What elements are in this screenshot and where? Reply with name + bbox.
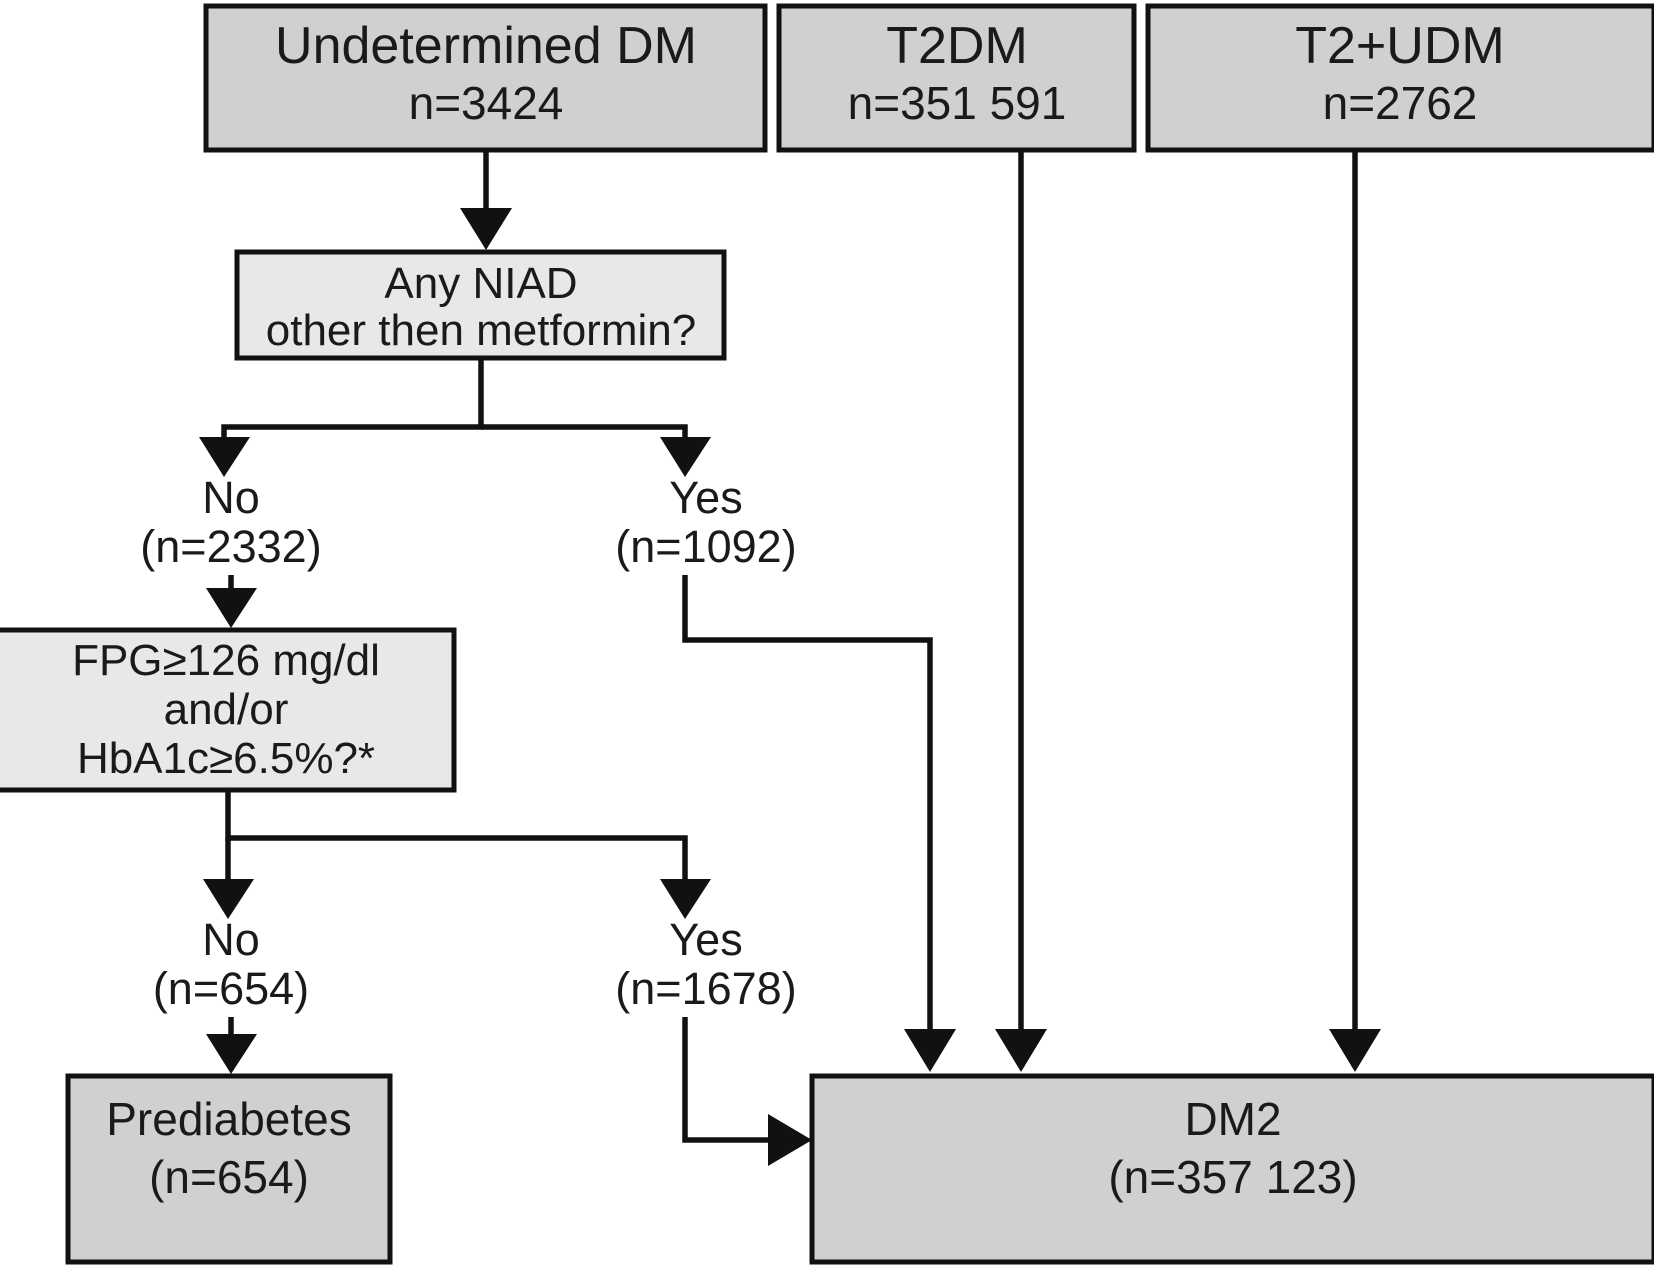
arrow-down-icon xyxy=(460,208,512,250)
t2dm-title: T2DM xyxy=(886,17,1028,75)
niad-yes-count: (n=1092) xyxy=(615,521,796,572)
node-t2-udm: T2+UDM n=2762 xyxy=(1145,3,1654,153)
connector-niad-split xyxy=(199,358,711,477)
dm2-title: DM2 xyxy=(1184,1093,1281,1145)
fpg-question-box xyxy=(0,627,457,793)
t2-udm-box xyxy=(1145,3,1654,153)
prediabetes-count: (n=654) xyxy=(149,1151,309,1203)
t2dm-box xyxy=(776,3,1137,153)
t2-udm-title: T2+UDM xyxy=(1295,17,1504,75)
arrow-down-icon xyxy=(199,437,250,477)
prediabetes-box xyxy=(65,1073,393,1265)
connector-niad-yes-to-dm2 xyxy=(682,575,956,1072)
fpg-no-label: No xyxy=(202,914,260,965)
niad-no-label: No xyxy=(202,472,260,523)
niad-question-box xyxy=(234,249,727,361)
connector-fpg-no-to-prediabetes xyxy=(206,1017,257,1074)
connector-fpg-split xyxy=(203,790,711,919)
fpg-yes-label: Yes xyxy=(669,914,742,965)
connector-fpg-yes-to-dm2 xyxy=(682,1017,812,1166)
t2dm-count: n=351 591 xyxy=(848,77,1067,129)
fpg-no-count: (n=654) xyxy=(153,963,309,1014)
arrow-down-icon xyxy=(206,588,257,628)
niad-question-line1: Any NIAD xyxy=(384,259,577,308)
arrow-down-icon xyxy=(660,879,711,919)
niad-no-count: (n=2332) xyxy=(140,521,321,572)
node-prediabetes: Prediabetes (n=654) xyxy=(65,1073,393,1265)
niad-yes-label: Yes xyxy=(669,472,742,523)
fpg-question-line2: and/or xyxy=(164,685,289,734)
fpg-question-line3: HbA1c≥6.5%?* xyxy=(77,734,375,783)
connector-t2dm-to-dm2 xyxy=(995,150,1047,1072)
arrow-down-icon xyxy=(1329,1029,1381,1072)
dm2-box xyxy=(809,1073,1654,1265)
arrow-down-icon xyxy=(206,1034,257,1074)
connector-t2udm-to-dm2 xyxy=(1329,150,1381,1072)
node-dm2: DM2 (n=357 123) xyxy=(809,1073,1654,1265)
node-niad-question: Any NIAD other then metformin? xyxy=(234,249,727,361)
connector-niad-no-to-fpg xyxy=(206,575,257,628)
branch-label-fpg-no: No (n=654) xyxy=(153,914,309,1014)
fpg-yes-count: (n=1678) xyxy=(615,963,796,1014)
arrow-down-icon xyxy=(904,1029,956,1072)
node-t2dm: T2DM n=351 591 xyxy=(776,3,1137,153)
node-fpg-question: FPG≥126 mg/dl and/or HbA1c≥6.5%?* xyxy=(0,627,457,793)
t2-udm-count: n=2762 xyxy=(1323,77,1478,129)
connector-undetermined-to-niad xyxy=(460,150,512,250)
branch-label-niad-yes: Yes (n=1092) xyxy=(615,472,796,572)
branch-label-niad-no: No (n=2332) xyxy=(140,472,321,572)
branch-label-fpg-yes: Yes (n=1678) xyxy=(615,914,796,1014)
node-undetermined-dm: Undetermined DM n=3424 xyxy=(203,3,768,153)
arrow-down-icon xyxy=(660,437,711,477)
undetermined-dm-title: Undetermined DM xyxy=(275,17,697,75)
niad-question-line2: other then metformin? xyxy=(266,306,696,355)
prediabetes-title: Prediabetes xyxy=(106,1093,352,1145)
arrow-right-icon xyxy=(768,1114,812,1166)
arrow-down-icon xyxy=(995,1029,1047,1072)
arrow-down-icon xyxy=(203,879,254,919)
fpg-question-line1: FPG≥126 mg/dl xyxy=(72,636,380,685)
dm2-count: (n=357 123) xyxy=(1108,1151,1357,1203)
undetermined-dm-count: n=3424 xyxy=(409,77,564,129)
undetermined-dm-box xyxy=(203,3,768,153)
